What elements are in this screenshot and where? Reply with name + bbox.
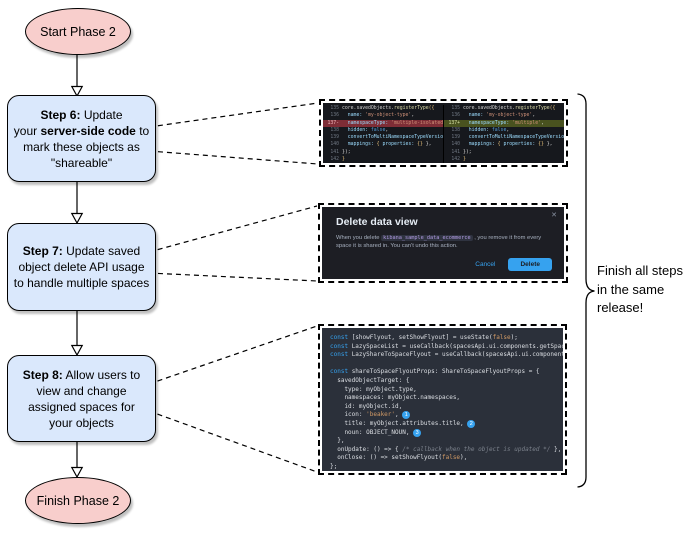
code-line: noun: OBJECT_NOUN, 3 [330, 428, 563, 438]
code-line: id: myObject.id, [330, 402, 403, 410]
dialog-body: When you delete kibana_sample_data_ecomm… [336, 234, 548, 250]
line-code: name: 'my-object-type', [342, 113, 415, 119]
line-number: 141 [330, 149, 339, 155]
line-code: } [342, 157, 345, 163]
line-code: mappings: { properties: {} }, [463, 142, 553, 148]
curly-brace [577, 93, 595, 488]
code-line: const [showFlyout, setShowFlyout] = useS… [330, 334, 518, 341]
line-number: 138 [451, 127, 460, 133]
arrowhead-icon [70, 466, 84, 479]
code-line: const LazySpaceList = useCallback(spaces… [330, 342, 563, 350]
line-number: 135 [451, 106, 460, 111]
finish-node: Finish Phase 2 [25, 477, 131, 524]
diff-line: 139 convertToMultiNamespaceTypeVersion: … [323, 134, 443, 141]
code-line: const LazyShareToSpaceFlyout = useCallba… [330, 351, 563, 359]
delete-dialog: ✕ Delete data view When you delete kiban… [322, 207, 564, 279]
code-line [330, 360, 563, 369]
code-line: icon: 'beaker', 1 [330, 411, 563, 420]
diff-line: 141 }); [323, 149, 443, 156]
code-line: onUpdate: () => { /* callback when the o… [330, 445, 562, 453]
finish-node-label: Finish Phase 2 [36, 493, 120, 508]
line-code: namespaceType: 'multiple-isolated', [342, 120, 443, 126]
diff-pane-before: 135 core.savedObjects.registerType({ 136… [323, 105, 443, 163]
line-code: }); [463, 149, 472, 155]
start-node: Start Phase 2 [25, 8, 131, 55]
line-code: }); [342, 149, 351, 155]
start-node-label: Start Phase 2 [40, 24, 116, 39]
line-code: core.savedObjects.registerType({ [342, 106, 435, 111]
line-number: 142 [330, 157, 339, 163]
diff-line: 138 hidden: false, [444, 127, 564, 134]
line-number: 139 [330, 135, 339, 141]
line-code: namespaceType: 'multiple', [463, 120, 544, 126]
diff-line: 135 core.savedObjects.registerType({ [323, 105, 443, 112]
line-number: 135 [330, 106, 339, 111]
line-code: } [463, 157, 466, 163]
line-code: core.savedObjects.registerType({ [463, 106, 556, 111]
diff-line: 137- namespaceType: 'multiple-isolated', [323, 119, 443, 127]
dashed-callout-lines [148, 102, 319, 473]
diff-pane-after: 135 core.savedObjects.registerType({ 136… [443, 105, 564, 163]
diff-line: 142 } [444, 156, 564, 163]
dialog-title: Delete data view [336, 216, 418, 228]
code-diff-screenshot: 135 core.savedObjects.registerType({ 136… [319, 99, 568, 167]
code-line: namespaces: myObject.namespaces, [330, 394, 461, 402]
line-number: 137+ [448, 120, 460, 126]
diff-line: 141 }); [444, 149, 564, 156]
code-line: title: myObject.attributes.title, 2 [330, 419, 563, 429]
data-view-name-chip: kibana_sample_data_ecommerce [381, 235, 473, 241]
diff-line: 137+ namespaceType: 'multiple', [444, 119, 564, 127]
line-code: mappings: { properties: {} }, [342, 142, 432, 148]
diff-line: 139 convertToMultiNamespaceTypeVersion: … [444, 134, 564, 141]
diff-editor: 135 core.savedObjects.registerType({ 136… [323, 103, 564, 163]
line-code: hidden: false, [342, 127, 389, 133]
diff-line: 140 mappings: { properties: {} }, [323, 141, 443, 148]
code-line: savedObjectTarget: { [330, 376, 410, 384]
line-code: convertToMultiNamespaceTypeVersion: ' [342, 135, 443, 141]
cancel-button[interactable]: Cancel [475, 261, 496, 268]
diff-line: 138 hidden: false, [323, 127, 443, 134]
line-code: name: 'my-object-type', [463, 113, 536, 119]
code-line: }; [330, 462, 338, 470]
line-number: 137- [327, 120, 339, 126]
diff-line: 136 name: 'my-object-type', [323, 112, 443, 119]
code-snippet-screenshot: const [showFlyout, setShowFlyout] = useS… [318, 324, 567, 475]
line-number: 141 [451, 149, 460, 155]
diff-line: 135 core.savedObjects.registerType({ [444, 105, 564, 112]
line-number: 140 [451, 142, 460, 148]
diff-line: 136 name: 'my-object-type', [444, 112, 564, 119]
diff-line: 142 } [323, 156, 443, 163]
line-number: 136 [451, 113, 460, 119]
line-code: convertToMultiNamespaceTypeVersion: ' [463, 135, 564, 141]
line-number: 140 [330, 142, 339, 148]
line-code: hidden: false, [463, 127, 510, 133]
code-line: }, [330, 437, 345, 445]
arrowhead-icon [70, 344, 84, 357]
delete-dialog-screenshot: ✕ Delete data view When you delete kiban… [318, 203, 568, 283]
line-number: 136 [330, 113, 339, 119]
line-number: 138 [330, 127, 339, 133]
code-block: const [showFlyout, setShowFlyout] = useS… [322, 328, 563, 471]
dialog-body-text: When you delete [336, 235, 382, 241]
code-line: type: myObject.type, [330, 385, 417, 393]
line-number: 139 [451, 135, 460, 141]
diff-line: 140 mappings: { properties: {} }, [444, 141, 564, 148]
close-icon[interactable]: ✕ [551, 212, 557, 219]
dialog-footer: Cancel Delete [475, 258, 552, 271]
line-number: 142 [451, 157, 460, 163]
arrowhead-icon [70, 212, 84, 225]
code-line: onClose: () => setShowFlyout(false), [330, 454, 468, 462]
delete-button[interactable]: Delete [508, 258, 552, 271]
code-line: const shareToSpaceFlyoutProps: ShareToSp… [330, 368, 540, 376]
dialog-body-text: , you remove it from every space it is s… [336, 235, 542, 249]
